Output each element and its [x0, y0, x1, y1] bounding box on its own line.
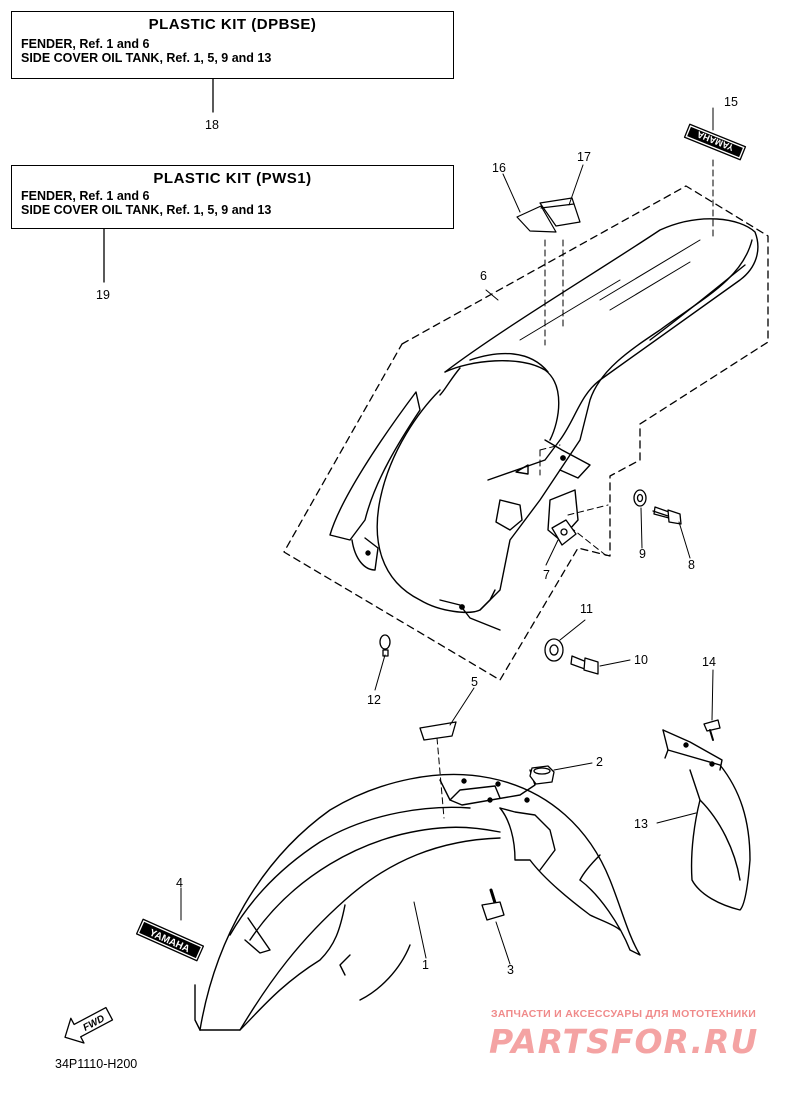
callout-6: 6: [480, 269, 487, 283]
kit-line: FENDER, Ref. 1 and 6: [21, 37, 150, 51]
callout-17: 17: [577, 150, 591, 164]
fwd-label: FWD: [81, 1013, 106, 1033]
grommet-12: [379, 634, 391, 657]
callout-12: 12: [367, 693, 381, 707]
decal-17: [539, 197, 581, 227]
decal-4: YAMAHA: [135, 918, 205, 962]
diagram-code: 34P1110-H200: [55, 1057, 138, 1071]
kit-box-pws1: PLASTIC KIT (PWS1) FENDER, Ref. 1 and 6 …: [11, 165, 454, 229]
watermark-tagline: ЗАПЧАСТИ И АКСЕССУАРЫ ДЛЯ МОТОТЕХНИКИ: [491, 1008, 757, 1020]
assembly-outline: [283, 185, 769, 681]
callout-11: 11: [580, 602, 593, 616]
washer-9: [633, 489, 647, 507]
callout-13: 13: [634, 817, 648, 831]
callout-1: 1: [422, 958, 429, 972]
callout-4: 4: [176, 876, 183, 890]
callout-7: 7: [543, 568, 550, 582]
callout-9: 9: [639, 547, 646, 561]
callout-3: 3: [507, 963, 514, 977]
nut-2: [529, 765, 555, 785]
watermark-site: PARTSFOR.RU: [489, 1022, 759, 1061]
callout-5: 5: [471, 675, 478, 689]
callout-8: 8: [688, 558, 695, 572]
callout-18: 18: [205, 118, 219, 132]
kit-title: PLASTIC KIT (DPBSE): [148, 16, 317, 33]
bolt-10: [570, 655, 599, 675]
callout-2: 2: [596, 755, 603, 769]
decal-5: [419, 721, 457, 741]
washer-11: [544, 638, 564, 662]
clip-nut-7: [551, 519, 577, 546]
callout-10: 10: [634, 653, 648, 667]
side-cover-13: [662, 729, 751, 911]
kit-line: SIDE COVER OIL TANK, Ref. 1, 5, 9 and 13: [21, 51, 272, 65]
callout-15: 15: [724, 95, 738, 109]
decal-guides: [436, 159, 714, 819]
bolt-3: [481, 888, 505, 921]
front-fender: [194, 769, 641, 1031]
decal-15: YAMAHA: [683, 123, 747, 161]
screw-14: [703, 719, 721, 741]
callout-14: 14: [702, 655, 716, 669]
bolt-8: [652, 506, 682, 525]
rear-fender: [329, 218, 759, 631]
callout-16: 16: [492, 161, 506, 175]
callout-19: 19: [96, 288, 110, 302]
kit-title: PLASTIC KIT (PWS1): [153, 170, 312, 187]
kit-line: FENDER, Ref. 1 and 6: [21, 189, 150, 203]
decal-16: [516, 205, 557, 233]
callout-leaders: [180, 107, 714, 965]
kit-line: SIDE COVER OIL TANK, Ref. 1, 5, 9 and 13: [21, 203, 272, 217]
fwd-arrow-icon: FWD: [64, 1006, 114, 1044]
kit-box-dpbse: PLASTIC KIT (DPBSE) FENDER, Ref. 1 and 6…: [11, 11, 454, 79]
